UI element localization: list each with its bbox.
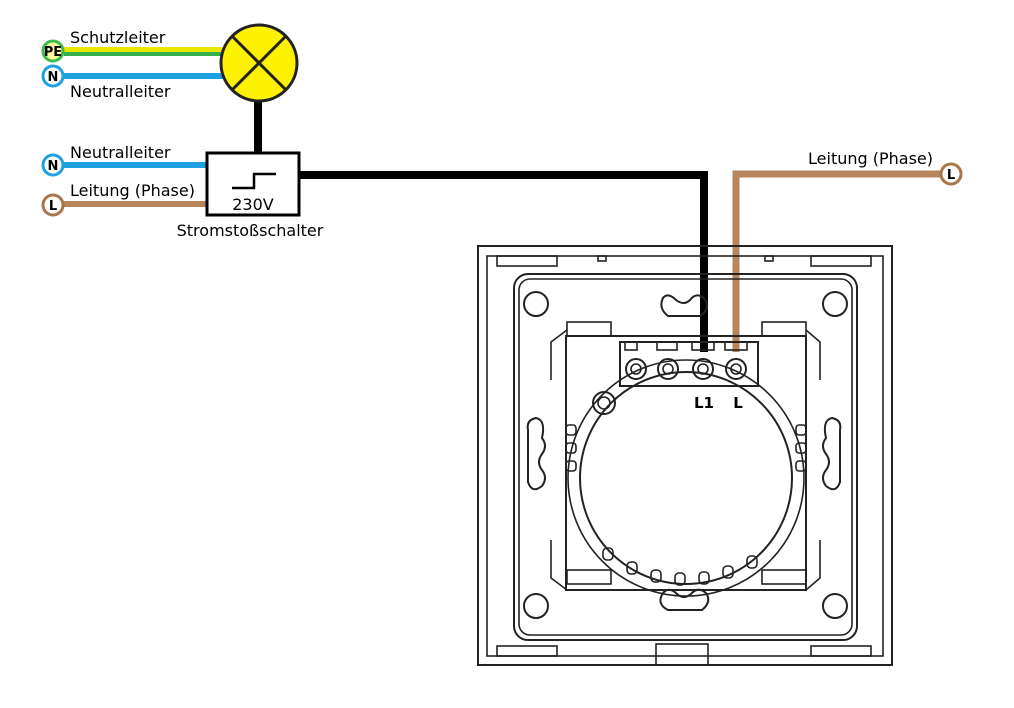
phase-relay-label: Leitung (Phase) [70,181,195,200]
terminal-tab-3 [691,341,715,351]
switch-terminal-l-label: L [733,394,743,412]
module-housing [565,335,807,591]
control-wire [298,171,708,352]
terminal-pe-ring [41,39,65,63]
module-screw [592,391,616,415]
phase-switch-wire [732,170,940,352]
pe-wire-yellow [64,47,226,52]
bracket-top-right [761,321,807,337]
notch-top-mid-b [764,255,774,262]
terminal-screw-2 [657,358,679,380]
bracket-rails-top [550,329,821,380]
relay-name: Stromstoßschalter [177,221,324,240]
terminal-n2-ring [41,153,65,177]
terminal-n2: N [41,153,65,177]
switch-terminal-l1-label: L1 [694,394,714,412]
lamp [219,23,299,103]
module-round-outer [567,359,805,597]
pe-wire-green [64,52,226,56]
screw-hole-bottom-right [822,593,848,619]
terminal-block [619,341,759,387]
module-screw-head [597,396,611,410]
terminal-tab-1 [624,341,638,351]
mounting-plate [513,273,858,641]
pe-wire [64,47,226,56]
slot-left [526,416,546,491]
terminal-l1-ring [41,193,65,217]
terminal-screw-l1 [692,358,714,380]
bracket-bottom-left [566,569,612,585]
slot-right [822,416,842,491]
module-teeth-left [565,424,577,472]
notch-top-left [496,255,558,267]
neutral-lamp-wire [64,73,226,79]
terminal-screw-1 [625,358,647,380]
terminal-pe: PE [41,39,65,63]
neutral-lamp-label: Neutralleiter [70,82,171,101]
notch-bottom-right [810,645,872,657]
terminal-tab-2 [656,341,678,351]
terminal-pe-text: PE [44,45,62,60]
lamp-relay-wire [254,100,262,154]
terminal-l1-text: L [49,199,57,214]
terminal-l2: L [939,162,963,186]
slot-bottom [659,588,710,611]
notch-bottom-center [655,643,709,666]
module-teeth-right [795,424,807,472]
bracket-top-left [566,321,612,337]
terminal-l1: L [41,193,65,217]
terminal-n2-text: N [48,159,59,174]
terminal-n1: N [41,64,65,88]
neutral-relay-label: Neutralleiter [70,143,171,162]
phase-relay-wire [64,201,210,207]
notch-bottom-left [496,645,558,657]
plate-inner-frame [486,255,884,657]
terminal-l2-text: L [947,168,955,183]
phase-right-label: Leitung (Phase) [808,149,933,168]
lamp-cross-b [230,34,288,92]
terminal-l2-ring [939,162,963,186]
notch-top-right [810,255,872,267]
switch-plate: L1 L [477,245,893,666]
terminal-tab-4 [724,341,748,351]
neutral-relay-wire [64,162,210,168]
terminal-n1-text: N [48,70,59,85]
slot-top [660,294,709,317]
relay-symbol [232,172,276,190]
relay-voltage: 230V [232,195,274,214]
module-teeth-bottom [602,547,758,586]
bracket-rails-bottom [550,540,821,591]
relay: 230V [205,151,301,217]
module-round-body [579,371,793,585]
screw-hole-top-right [822,291,848,317]
pe-label: Schutzleiter [70,28,166,47]
terminal-n1-ring [41,64,65,88]
screw-hole-top-left [523,291,549,317]
screw-hole-bottom-left [523,593,549,619]
terminal-screw-l [725,358,747,380]
mounting-plate-inner [518,278,853,636]
notch-top-mid-a [597,255,607,262]
bracket-bottom-right [761,569,807,585]
